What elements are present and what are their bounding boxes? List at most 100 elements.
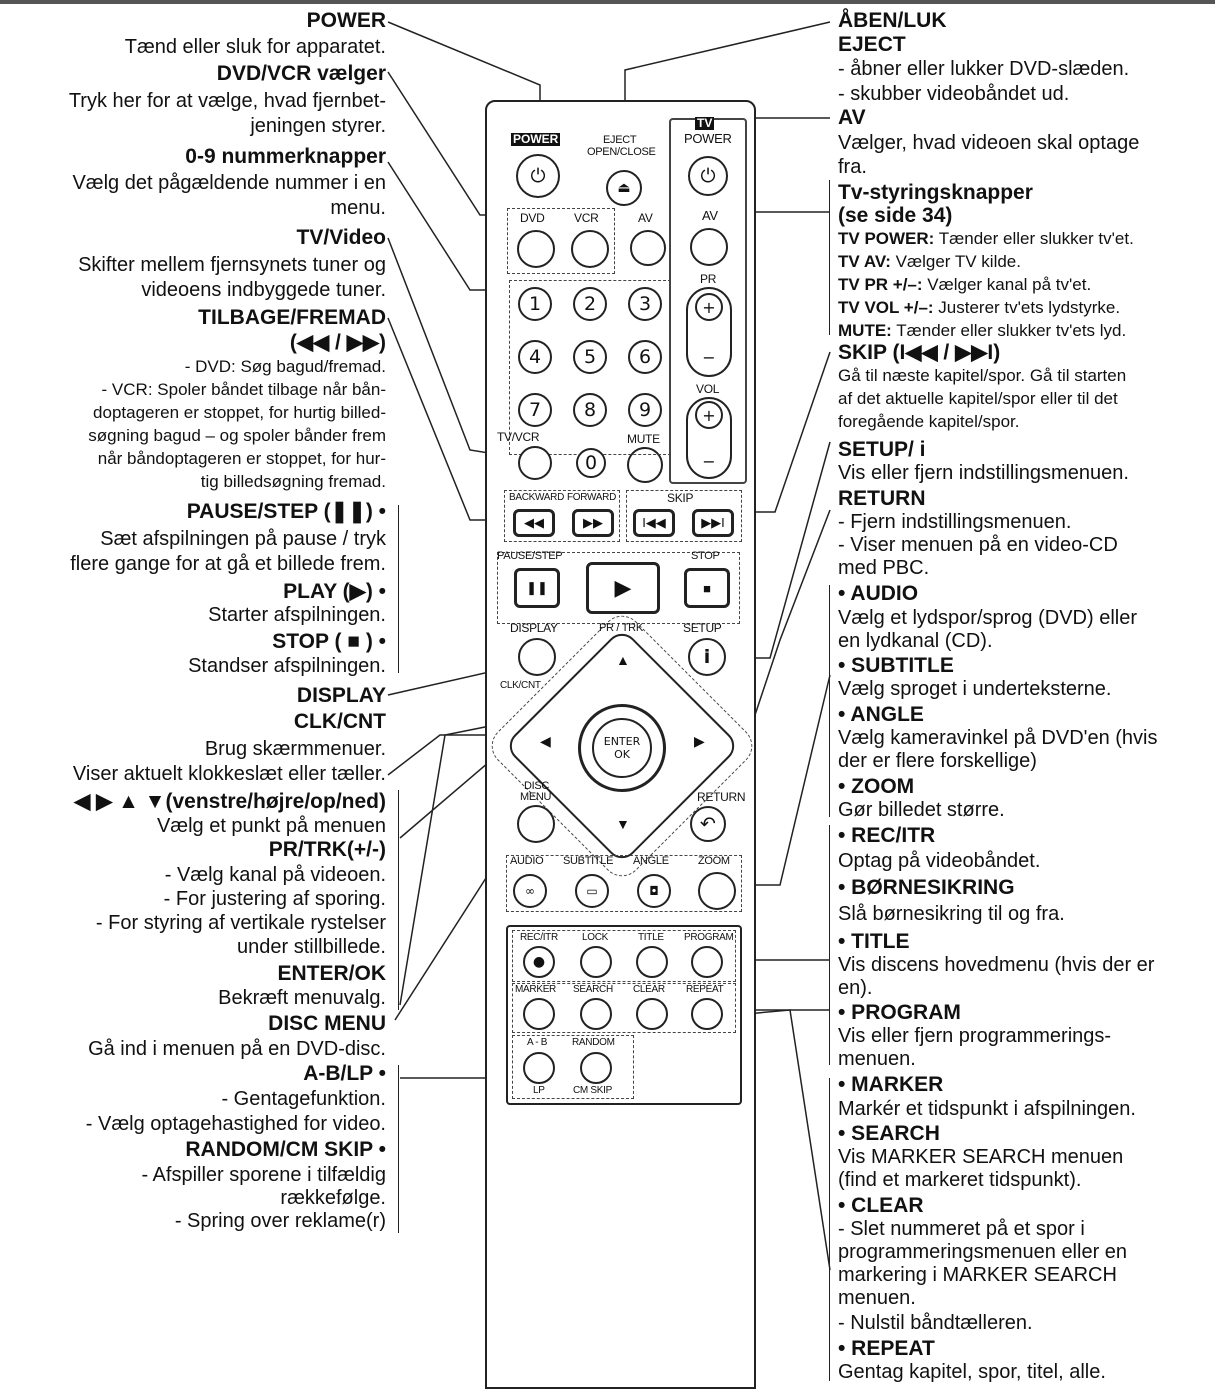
tv-vol-row: TV VOL +/–: Justerer tv'ets lydstyrke. <box>838 298 1121 317</box>
prtrk-title: PR/TRK(+/-) <box>268 838 386 861</box>
eject-button[interactable]: ⏏ <box>606 170 642 206</box>
ab-lp-button[interactable] <box>523 1052 555 1084</box>
digit-5-button[interactable]: 5 <box>573 340 607 374</box>
skip-title: SKIP (I◀◀ / ▶▶I) <box>838 341 1001 364</box>
nav-left-button[interactable]: ◀ <box>540 733 551 749</box>
angle-button[interactable]: ◘ <box>637 874 671 908</box>
digit-4-button[interactable]: 4 <box>518 340 552 374</box>
digit-3-button[interactable]: 3 <box>628 287 662 321</box>
minus-icon: − <box>702 451 716 471</box>
tvvcr-button[interactable] <box>518 446 552 480</box>
search-button[interactable] <box>580 998 612 1030</box>
digit-1-button[interactable]: 1 <box>518 287 552 321</box>
audio-icon: ∞ <box>525 884 535 898</box>
rec-title: • REC/ITR <box>838 824 936 847</box>
backfwd-group <box>504 490 620 542</box>
digit-6-button[interactable]: 6 <box>628 340 662 374</box>
digit-9-button[interactable]: 9 <box>628 393 662 427</box>
pr-plus-button[interactable]: + <box>695 293 723 321</box>
disc-menu-button[interactable] <box>517 805 555 843</box>
zoom-title: • ZOOM <box>838 775 915 798</box>
prtrk-label: PR / TRK <box>599 622 643 634</box>
digit-7-button[interactable]: 7 <box>518 393 552 427</box>
nav-up-button[interactable]: ▲ <box>616 652 630 668</box>
play-button[interactable]: ▶ <box>586 562 660 614</box>
digit-2-button[interactable]: 2 <box>573 287 607 321</box>
title-button[interactable] <box>636 946 668 978</box>
av-button[interactable] <box>630 230 666 266</box>
marker-button[interactable] <box>523 998 555 1030</box>
audio-button[interactable]: ∞ <box>513 874 547 908</box>
setup-label: SETUP <box>683 621 722 635</box>
display-button[interactable] <box>518 638 556 676</box>
repeat-title: • REPEAT <box>838 1337 935 1360</box>
nav-right-button[interactable]: ▶ <box>694 733 705 749</box>
mute-button[interactable] <box>627 447 663 483</box>
title-desc-2: en). <box>838 977 873 999</box>
vcr-button[interactable] <box>571 230 609 268</box>
marker-title: • MARKER <box>838 1073 944 1096</box>
nav-down-button[interactable]: ▼ <box>616 816 630 832</box>
pause-icon: ❚❚ <box>526 580 548 595</box>
subtitle-title: • SUBTITLE <box>838 654 954 677</box>
arrows-title: ◀ ▶ ▲ ▼(venstre/højre/op/ned) <box>74 790 386 813</box>
digit-0-button[interactable]: 0 <box>576 448 606 478</box>
tv-power-button[interactable]: ⏻ <box>688 156 728 196</box>
rec-button[interactable]: ● <box>523 946 555 978</box>
eject-title-2: EJECT <box>838 33 906 56</box>
pr-minus-button[interactable]: − <box>695 343 723 371</box>
lock-button[interactable] <box>580 946 612 978</box>
power-button[interactable]: ⏻ <box>516 154 560 198</box>
clk-desc-1: Brug skærmmenuer. <box>204 738 386 760</box>
av-desc-1: Vælger, hvad videoen skal optage <box>838 132 1140 154</box>
random-cmskip-button[interactable] <box>580 1052 612 1084</box>
dvd-button[interactable] <box>517 230 555 268</box>
tv-av-row: TV AV: Vælger TV kilde. <box>838 252 1021 271</box>
skip-group <box>626 490 742 542</box>
zoom-button[interactable] <box>698 872 736 910</box>
forward-label: FORWARD <box>567 492 617 503</box>
bracket-pause-play-stop <box>398 505 399 673</box>
clk-title: CLK/CNT <box>293 710 386 733</box>
repeat-button[interactable] <box>691 998 723 1030</box>
program-button[interactable] <box>691 946 723 978</box>
back-desc-6: tig billedsøgning fremad. <box>200 472 386 491</box>
backward-label: BACKWARD <box>509 492 565 503</box>
repeat-desc: Gentag kapitel, spor, titel, alle. <box>838 1361 1106 1383</box>
return-title: RETURN <box>838 487 926 510</box>
clear-button[interactable] <box>636 998 668 1030</box>
vol-minus-button[interactable]: − <box>695 447 723 475</box>
tv-title-1: Tv-styringsknapper <box>838 181 1033 204</box>
stop-button[interactable]: ■ <box>684 568 730 608</box>
skip-desc-2: af det aktuelle kapitel/spor eller til d… <box>838 389 1118 408</box>
digit-8-button[interactable]: 8 <box>573 393 607 427</box>
stop-label: STOP <box>691 550 720 562</box>
tv-av-button[interactable] <box>690 228 728 266</box>
search-title: • SEARCH <box>838 1122 940 1145</box>
enter-ok-button[interactable]: ENTER OK <box>592 718 652 778</box>
skip-label: SKIP <box>667 491 694 505</box>
leader-audio <box>745 674 831 886</box>
dvdvcr-group <box>507 208 615 274</box>
skip-back-button[interactable]: I◀◀ <box>633 509 675 537</box>
clear-desc-3: markering i MARKER SEARCH <box>838 1264 1117 1286</box>
title-label: TITLE <box>638 932 664 943</box>
power-label: POWER <box>511 132 561 146</box>
open-close-label: OPEN/CLOSE <box>587 146 656 158</box>
skip-forward-button[interactable]: ▶▶I <box>692 509 734 537</box>
num-title: 0-9 nummerknapper <box>185 145 386 168</box>
setup-button[interactable]: i <box>688 638 726 676</box>
subtitle-button[interactable]: ▭ <box>575 874 609 908</box>
bracket-marker-repeat <box>829 1078 830 1381</box>
vol-plus-button[interactable]: + <box>695 401 723 429</box>
search-desc-1: Vis MARKER SEARCH menuen <box>838 1146 1124 1168</box>
power-desc: Tænd eller sluk for apparatet. <box>124 36 386 58</box>
backward-button[interactable]: ◀◀ <box>513 509 555 537</box>
return-button[interactable]: ↶ <box>690 806 726 842</box>
display-title: DISPLAY <box>296 684 386 707</box>
forward-button[interactable]: ▶▶ <box>572 509 614 537</box>
bracket-ab-random <box>398 1065 399 1233</box>
pause-button[interactable]: ❚❚ <box>514 568 560 608</box>
display-label: DISPLAY <box>510 621 558 635</box>
back-desc-4: søgning bagud – og spoler bånder frem <box>88 426 386 445</box>
